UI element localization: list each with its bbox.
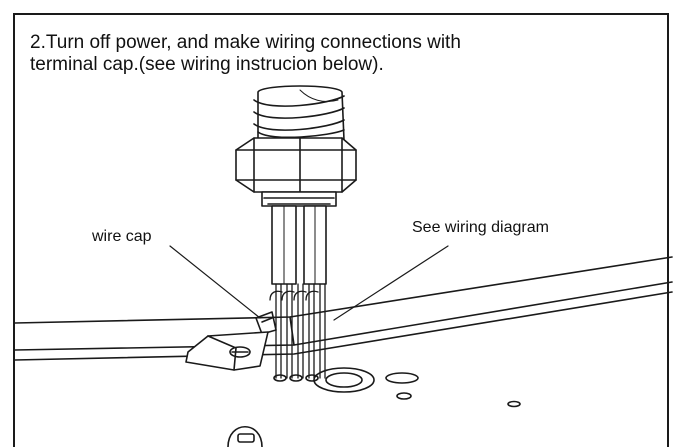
mounting-bracket — [185, 331, 269, 371]
figure-frame — [13, 13, 669, 447]
fixture-housing — [14, 256, 673, 361]
wire-cap-label: wire cap — [91, 228, 152, 245]
wire-cap — [255, 311, 277, 335]
bare-wires — [269, 283, 326, 379]
wire-cap-leader-line — [169, 245, 261, 319]
flexible-conduit — [253, 85, 345, 141]
hex-nut — [235, 137, 357, 193]
panel-hardware — [313, 367, 521, 408]
access-port — [227, 425, 263, 447]
threaded-neck — [261, 191, 337, 207]
wire-entry-holes — [273, 374, 319, 382]
instruction-text-line-2: terminal cap.(see wiring instrucion belo… — [30, 54, 384, 75]
insulated-leads — [271, 205, 327, 285]
wiring-diagram-leader-line — [333, 245, 449, 321]
wiring-diagram-label: See wiring diagram — [412, 219, 549, 236]
instruction-text-line-1: 2.Turn off power, and make wiring connec… — [30, 32, 461, 53]
